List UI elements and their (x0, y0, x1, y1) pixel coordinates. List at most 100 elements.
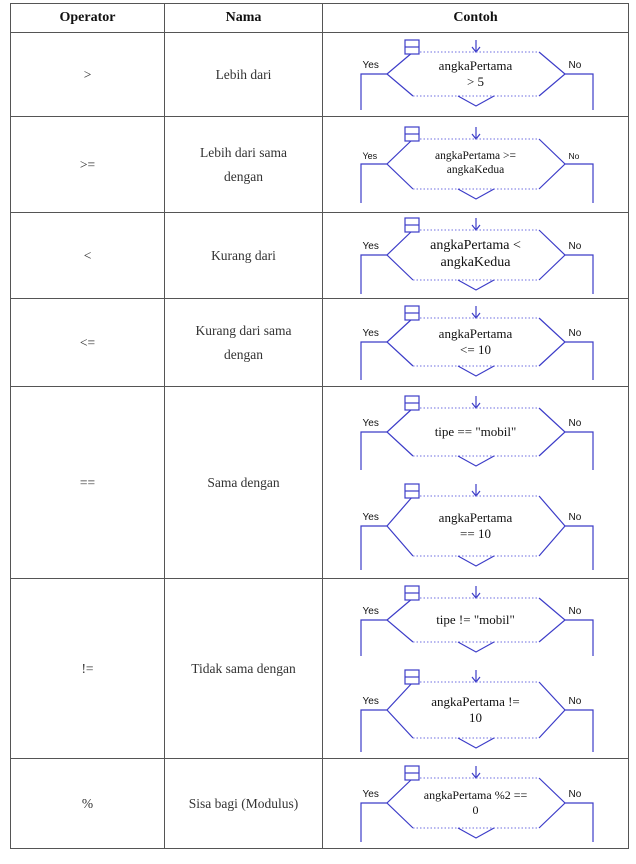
yes-label: Yes (362, 327, 379, 339)
yes-label: Yes (362, 788, 379, 800)
operator-symbol: != (10, 578, 165, 759)
decision-condition: angkaPertama < angkaKedua (430, 237, 521, 270)
yes-label: Yes (362, 59, 379, 71)
no-label: No (568, 151, 580, 161)
chevron-down-icon (457, 94, 494, 107)
decision-diagram: angkaPertama == 10 Yes No (351, 482, 601, 570)
chevron-down-icon (457, 736, 494, 749)
yes-branch-line (359, 801, 387, 842)
no-label: No (568, 605, 582, 617)
yes-branch-line (359, 340, 387, 380)
decision-dotted-edges (412, 681, 539, 738)
operator-row: >=Lebih dari sama dengan angkaPertama >= … (10, 116, 629, 213)
yes-branch-line (359, 708, 387, 752)
operator-symbol: >= (10, 116, 165, 213)
no-branch-line (564, 72, 594, 110)
operator-name: Sama dengan (164, 386, 323, 579)
no-label: No (568, 327, 582, 339)
operator-symbol: % (10, 758, 165, 849)
decision-dotted-edges (412, 51, 539, 96)
chevron-down-icon (457, 454, 494, 467)
decision-dotted-edges (412, 138, 539, 189)
decision-dotted-edges (412, 777, 539, 828)
decision-diagram: angkaPertama > 5 Yes No (351, 38, 601, 110)
yes-branch-line (359, 524, 387, 570)
decision-condition: tipe == "mobil" (434, 423, 517, 439)
yes-label: Yes (362, 695, 379, 707)
no-label: No (568, 59, 582, 71)
header-name: Nama (164, 3, 323, 33)
operator-symbol: > (10, 32, 165, 117)
yes-branch-line (359, 72, 387, 110)
no-label: No (568, 788, 582, 800)
flowchart-svg (359, 482, 594, 570)
no-branch-line (564, 340, 594, 380)
no-branch-line (564, 162, 594, 203)
decision-condition: angkaPertama == 10 (438, 509, 513, 541)
flowchart-svg (359, 38, 594, 110)
decision-diagram: angkaPertama %2 == 0 Yes No (351, 764, 601, 842)
operator-name: Sisa bagi (Modulus) (164, 758, 323, 849)
flowchart-svg (359, 764, 594, 842)
operator-name: Kurang dari (164, 212, 323, 299)
no-branch-line (564, 430, 594, 470)
decision-condition: angkaPertama %2 == 0 (423, 788, 528, 817)
no-label: No (568, 695, 582, 707)
decision-dotted-edges (412, 317, 539, 366)
chevron-down-icon (457, 278, 494, 291)
flowchart-svg (359, 125, 594, 203)
flowchart-svg (359, 584, 594, 656)
no-label: No (568, 511, 582, 523)
chevron-down-icon (457, 826, 494, 839)
decision-condition: tipe != "mobil" (436, 611, 515, 627)
operator-example: angkaPertama %2 == 0 Yes No (322, 758, 629, 849)
no-branch-line (564, 253, 594, 294)
chevron-down-icon (457, 640, 494, 653)
operator-row: %Sisa bagi (Modulus) angkaPertama %2 == 0… (10, 758, 629, 849)
operator-table: Operator Nama Contoh >Lebih dari angkaPer… (10, 3, 629, 849)
no-label: No (568, 417, 582, 429)
decision-dotted-edges (412, 597, 539, 642)
operator-name: Kurang dari sama dengan (164, 298, 323, 387)
decision-dotted-edges (412, 495, 539, 556)
yes-label: Yes (362, 605, 379, 617)
decision-diagram: tipe != "mobil" Yes No (351, 584, 601, 656)
flowchart-svg (359, 216, 594, 294)
operator-row: >Lebih dari angkaPertama > 5 Yes No (10, 32, 629, 117)
chevron-down-icon (457, 187, 494, 200)
operator-symbol: <= (10, 298, 165, 387)
decision-dotted-edges (412, 407, 539, 456)
decision-dotted-edges (412, 229, 539, 280)
operator-name: Lebih dari (164, 32, 323, 117)
operator-symbol: == (10, 386, 165, 579)
decision-condition: angkaPertama > 5 (438, 57, 513, 89)
decision-condition: angkaPertama >= angkaKedua (435, 149, 516, 176)
yes-branch-line (359, 618, 387, 656)
operator-symbol: < (10, 212, 165, 299)
operator-name: Lebih dari sama dengan (164, 116, 323, 213)
flowchart-svg (359, 304, 594, 380)
operator-name: Tidak sama dengan (164, 578, 323, 759)
flowchart-svg (359, 668, 594, 752)
operator-example: angkaPertama > 5 Yes No (322, 32, 629, 117)
yes-label: Yes (362, 240, 379, 252)
flowchart-svg (359, 394, 594, 470)
header-row: Operator Nama Contoh (10, 3, 629, 33)
yes-branch-line (359, 162, 387, 203)
no-branch-line (564, 524, 594, 570)
yes-label: Yes (362, 511, 379, 523)
yes-branch-line (359, 430, 387, 470)
